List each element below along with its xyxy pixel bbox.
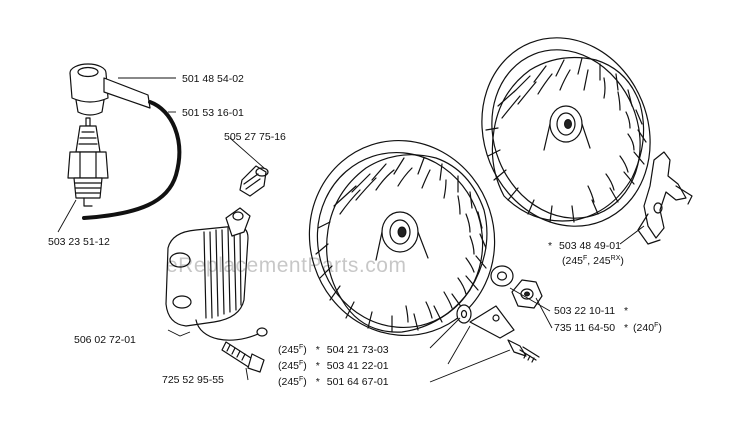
- svg-text:* 503 48 49-01: * 503 48 49-01: [548, 240, 621, 252]
- row1-model-open: (245: [278, 344, 299, 356]
- pawl-models-sup2: RX: [611, 255, 621, 262]
- row1-star: *: [316, 344, 320, 356]
- label-spark-plug: 503 23 51-12: [48, 236, 110, 248]
- row2-model-close: ): [303, 360, 307, 372]
- row3-model-open: (245: [278, 376, 299, 388]
- flywheel-nut: [511, 279, 543, 309]
- row3-model-close: ): [303, 376, 307, 388]
- leader-lines: [57, 77, 645, 383]
- nut-star: *: [624, 322, 628, 334]
- svg-text:(245F) * 504 21 73-03: (245F) * 504 21 73-03: [278, 344, 389, 356]
- label-starter-pawl: 503 48 49-01: [559, 240, 621, 252]
- module-screw: [221, 341, 265, 373]
- svg-text:(245F, 245RX): (245F, 245RX): [562, 255, 624, 267]
- pawl-models-mid: , 245: [587, 255, 611, 267]
- watermark: eReplacementParts.com: [166, 254, 406, 277]
- row1-model-close: ): [303, 344, 307, 356]
- nut-model-open: (240: [633, 322, 654, 334]
- label-ignition-module: 506 02 72-01: [74, 334, 136, 346]
- nut-model-close: ): [658, 322, 662, 334]
- row1-model-sup: F: [299, 344, 303, 351]
- svg-text:(245F) * 503 41 22-01: (245F) * 503 41 22-01: [278, 360, 389, 372]
- pawl-models-close: ): [620, 255, 624, 267]
- row2-star: *: [316, 360, 320, 372]
- pawl-models-sup1: F: [583, 255, 587, 262]
- terminal-nut: [239, 165, 269, 197]
- label-terminal-nut: 505 27 75-16: [224, 131, 286, 143]
- flywheel-front: [308, 139, 496, 337]
- ignition-module: [165, 207, 268, 341]
- nut-model-sup: F: [654, 322, 658, 329]
- spark-plug-boot: [69, 63, 151, 116]
- row3-model-sup: F: [299, 376, 303, 383]
- svg-text:735 11 64-50 * (240F): 735 11 64-50 * (240F): [554, 322, 662, 334]
- flywheel-rear: [481, 37, 651, 227]
- starter-pawl: [637, 151, 693, 245]
- pawl-models-open: (245: [562, 255, 583, 267]
- label-module-screw: 725 52 95-55: [162, 374, 224, 386]
- row3-star: *: [316, 376, 320, 388]
- pawl-lever: [469, 305, 515, 339]
- label-washer: 503 22 10-11: [554, 305, 615, 317]
- svg-text:503 22 10-11 *: 503 22 10-11 *: [554, 305, 628, 317]
- svg-text:(245F) * 501 64 67-01: (245F) * 501 64 67-01: [278, 376, 389, 388]
- label-ignition-lead: 501 53 16-01: [182, 107, 244, 119]
- washer: [490, 265, 514, 287]
- pawl-spring-washer: [456, 304, 472, 324]
- washer-star: *: [624, 305, 628, 317]
- label-boot-cap: 501 48 54-02: [182, 73, 244, 85]
- spark-plug: [67, 117, 109, 207]
- label-row1-part: 504 21 73-03: [327, 344, 389, 356]
- label-row3-part: 501 64 67-01: [327, 376, 389, 388]
- row2-model-sup: F: [299, 360, 303, 367]
- pawl-bolt: [507, 339, 540, 363]
- ignition-lead: [82, 100, 182, 220]
- pawl-star: *: [548, 240, 552, 252]
- row2-model-open: (245: [278, 360, 299, 372]
- label-flywheel-nut: 735 11 64-50: [554, 322, 615, 334]
- label-row2-part: 503 41 22-01: [327, 360, 389, 372]
